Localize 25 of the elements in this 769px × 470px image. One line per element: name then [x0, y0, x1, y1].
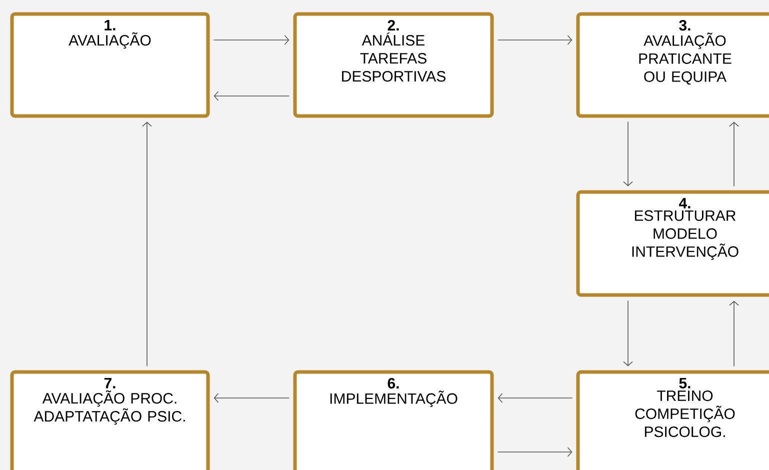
arrow: [729, 300, 739, 367]
arrow: [497, 35, 572, 45]
arrow: [213, 35, 290, 45]
step-number: 6.: [388, 378, 399, 389]
arrow: [214, 393, 290, 403]
step-number: 3.: [679, 20, 690, 31]
step-number: 7.: [104, 378, 116, 388]
step-title: ESTRUTURAR MODELO INTERVENÇÃO: [632, 210, 738, 260]
step-title: AVALIAÇÃO: [68, 32, 151, 49]
arrow: [214, 91, 290, 101]
arrow: [729, 122, 739, 187]
step-title: IMPLEMENTAÇÃO: [330, 390, 458, 407]
arrow: [623, 300, 633, 366]
arrow: [623, 121, 633, 186]
step-title: AVALIAÇÃO PROC. ADAPTATAÇÃO PSIC.: [34, 390, 185, 425]
step-title: TREINO COMPETIÇÃO PSICOLOG.: [635, 390, 735, 438]
step-number: 1.: [104, 20, 116, 30]
step-number: 5.: [679, 378, 690, 388]
arrow: [142, 122, 152, 367]
arrow: [497, 447, 572, 457]
step-number: 4.: [678, 198, 690, 208]
step-number: 2.: [388, 20, 399, 30]
step-title: AVALIAÇÃO PRATICANTE OU EQUIPA: [639, 32, 732, 85]
step-title: ANÁLISE TAREFAS DESPORTIVAS: [342, 32, 446, 82]
arrow: [498, 393, 573, 403]
